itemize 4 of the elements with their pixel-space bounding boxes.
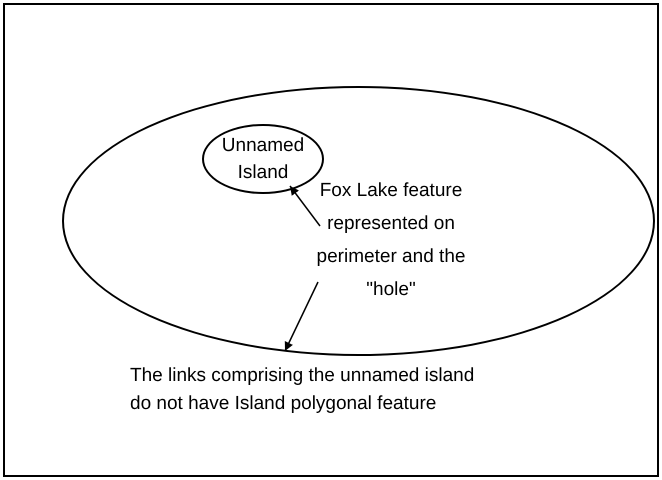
leader-arrow: [289, 186, 321, 226]
leader-arrow: [284, 282, 319, 352]
lake-ellipse: [62, 86, 655, 356]
note-text: The links comprising the unnamed island do not have Island polygonal feature: [130, 364, 476, 416]
